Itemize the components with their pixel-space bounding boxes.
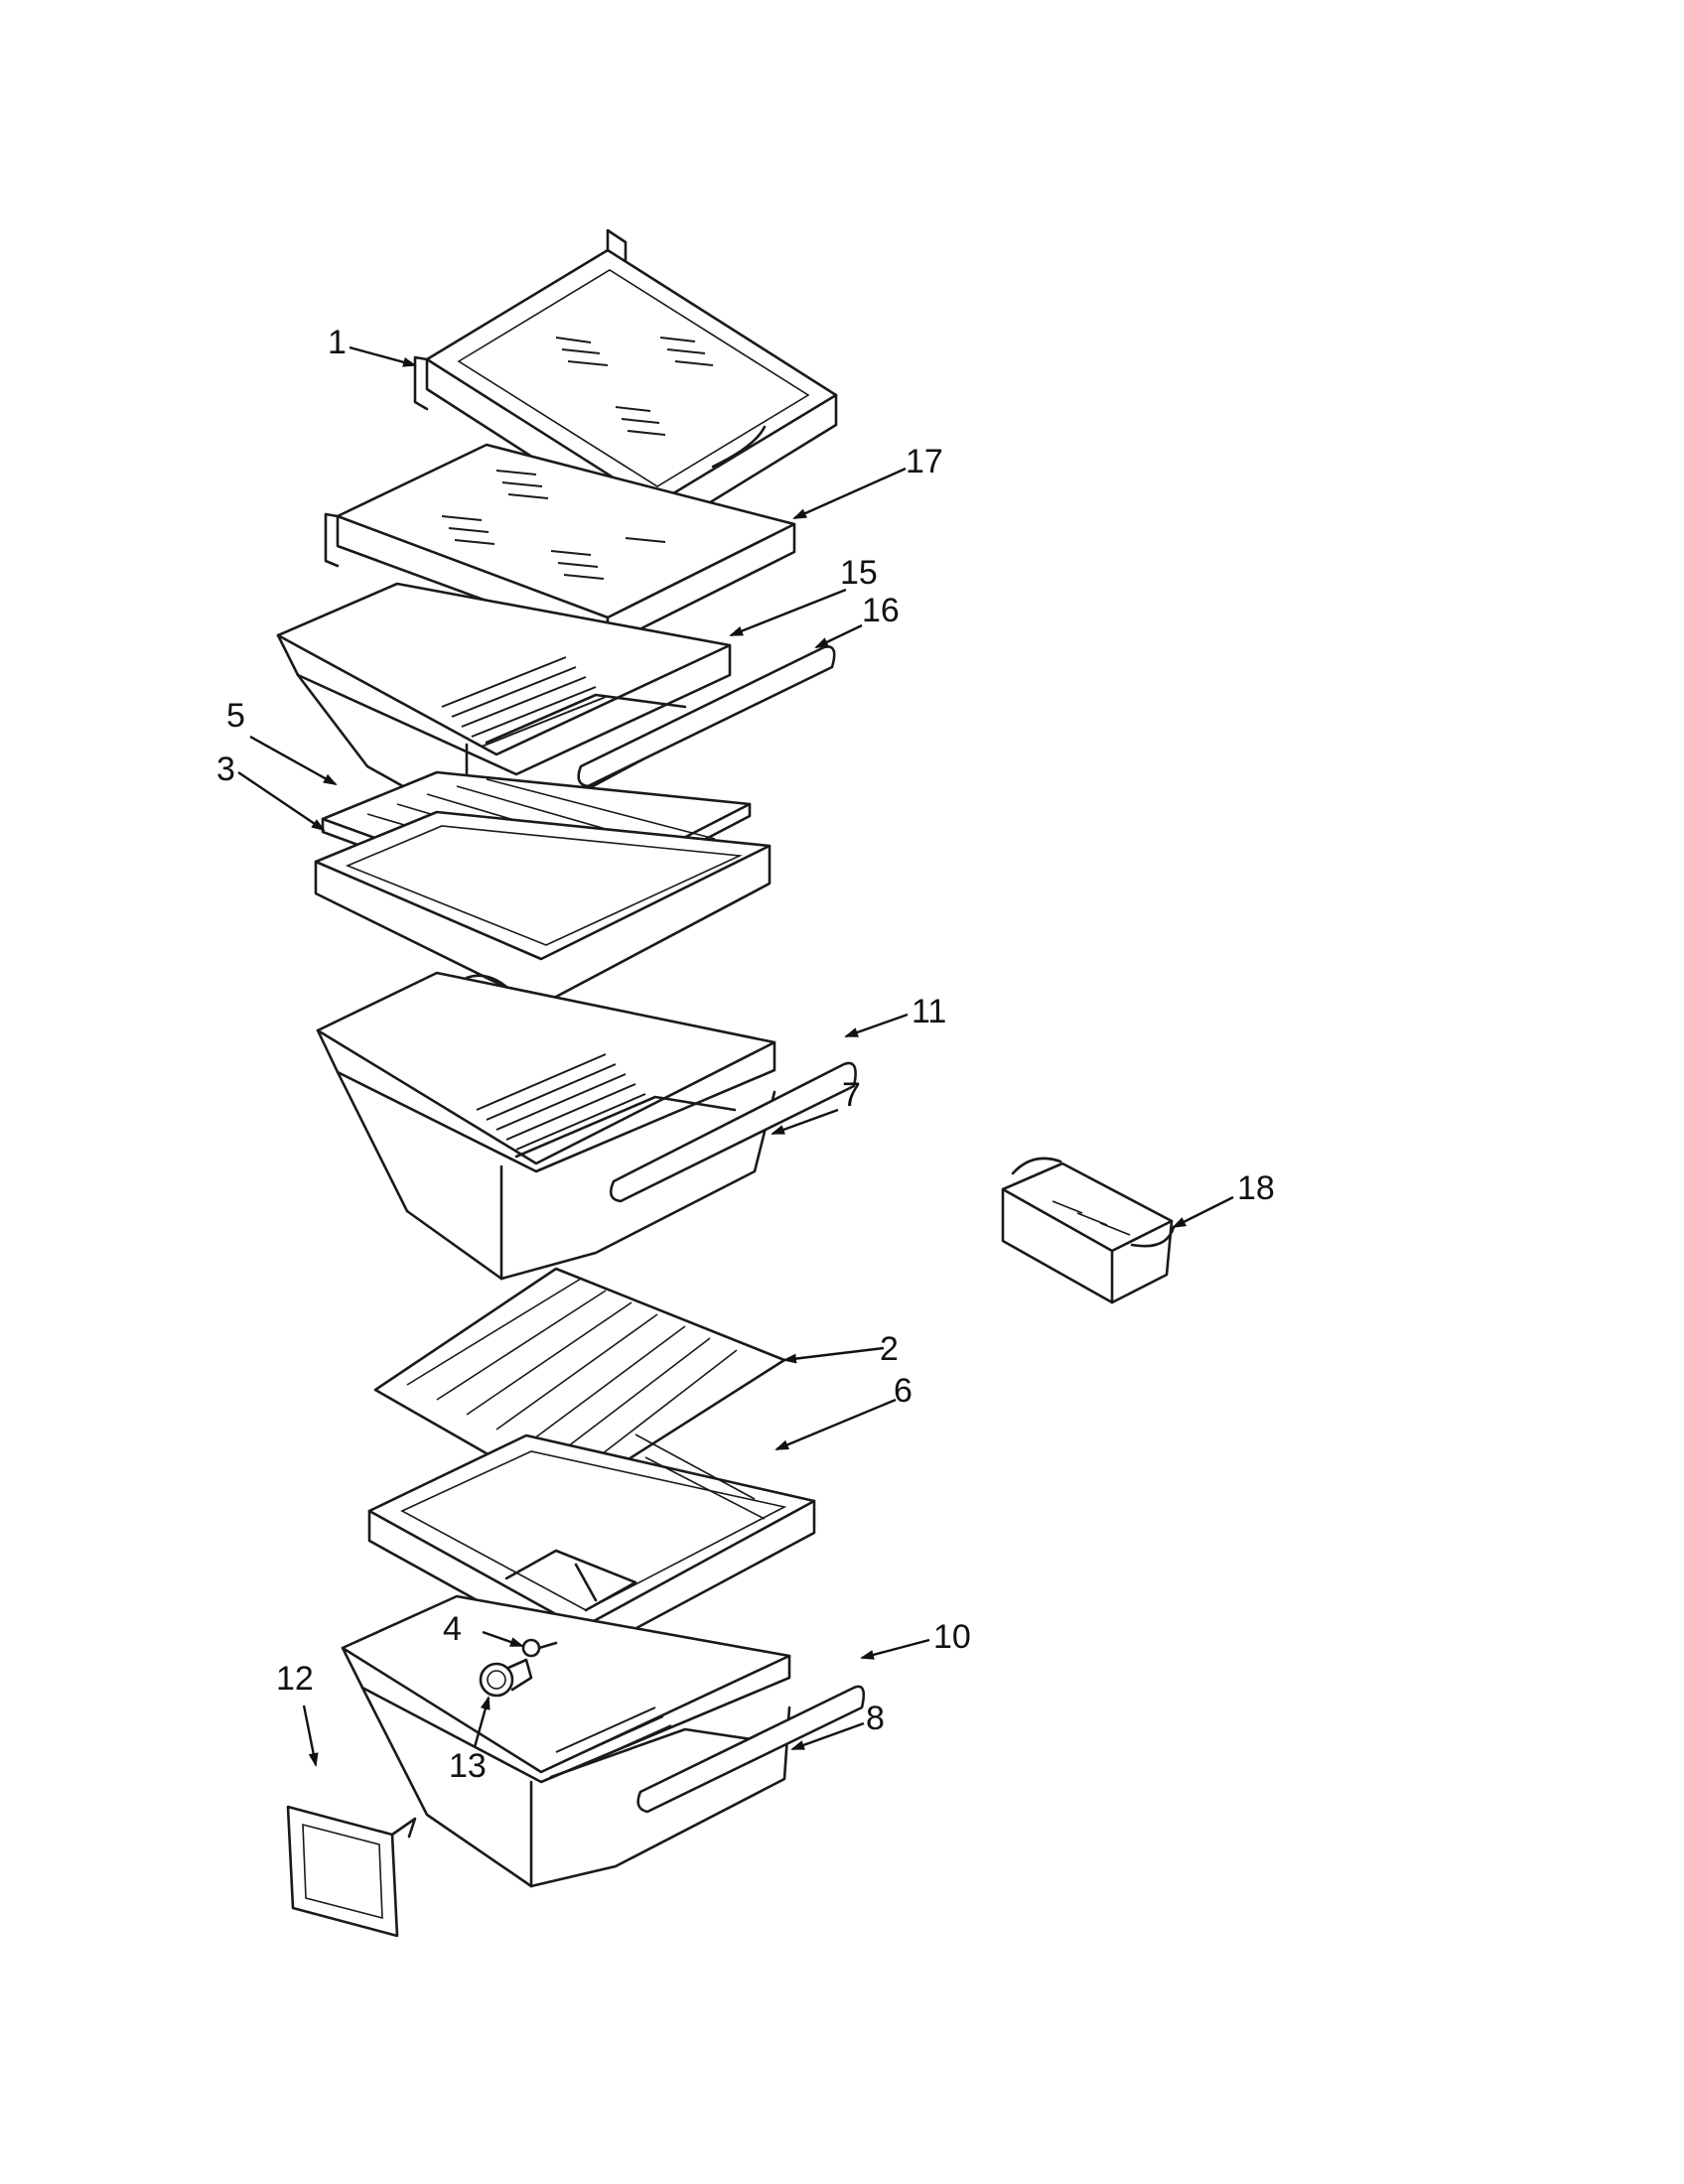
leader-7 [771,1108,839,1136]
part-12-label-frame [286,1805,417,1938]
part-13-control-knob [479,1658,533,1698]
leader-8 [790,1721,865,1751]
part-16-upper-handle [577,645,836,788]
callout-8: 8 [866,1700,885,1737]
callout-4: 4 [443,1610,462,1648]
leader-3 [237,771,326,832]
part-8-lower-crisper [341,1594,791,1888]
callout-labels: 1 2 3 4 5 6 7 8 10 11 12 13 15 16 17 18 [216,324,1275,1785]
callout-6: 6 [894,1372,912,1410]
callout-5: 5 [226,697,245,735]
part-4-knob-shaft [521,1638,558,1658]
leader-18 [1172,1195,1234,1229]
leader-16 [814,623,863,649]
callout-1: 1 [328,324,347,361]
part-1-top-shelf [413,228,838,538]
callout-10: 10 [933,1618,971,1656]
part-11-middle-handle [609,1061,857,1203]
callout-12: 12 [276,1660,314,1698]
leader-13 [473,1696,491,1748]
callout-13: 13 [449,1747,487,1785]
callout-11: 11 [912,993,946,1030]
callout-3: 3 [216,751,235,788]
leader-12 [302,1705,319,1767]
part-6-lower-cover-frame [367,1433,816,1660]
callout-7: 7 [842,1076,861,1114]
callout-18: 18 [1237,1169,1275,1207]
callout-2: 2 [880,1330,899,1368]
leader-5 [249,735,338,786]
part-3-cover-frame [314,810,772,1007]
part-18-small-bin [1001,1157,1176,1304]
part-7-middle-crisper [316,971,776,1281]
leader-2 [782,1346,885,1364]
leader-10 [860,1638,930,1660]
leader-lines [237,345,1234,1767]
part-10-lower-handle [636,1685,866,1814]
leader-11 [844,1013,909,1038]
leader-4 [482,1630,524,1648]
leader-17 [792,467,907,520]
leader-6 [774,1398,897,1451]
leader-15 [729,588,847,637]
callout-15: 15 [840,554,878,592]
leader-1 [349,345,417,367]
callout-17: 17 [906,443,943,480]
part-17-glass-shelf [324,443,796,647]
callout-16: 16 [862,592,900,629]
